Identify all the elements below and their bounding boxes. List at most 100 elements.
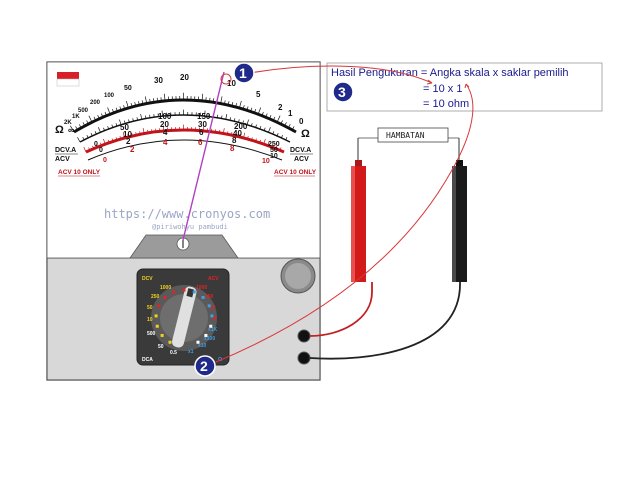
dc-scale-low-label: 4	[163, 128, 168, 137]
dial-dot	[155, 324, 159, 328]
selector-knob-pointer[interactable]	[171, 285, 198, 348]
com-jack[interactable]	[297, 329, 311, 343]
svg-text:2: 2	[200, 358, 208, 374]
dial-dcv-range[interactable]: 50	[147, 305, 153, 311]
scale-tick	[235, 103, 237, 108]
dial-dot	[160, 333, 164, 337]
v-ohm-jack[interactable]	[297, 351, 311, 365]
scale-tick	[139, 131, 141, 135]
scale-tick	[255, 138, 257, 142]
scale-tick	[82, 137, 85, 141]
dial-dot	[157, 304, 161, 308]
acv-scale-label: 0	[103, 157, 107, 164]
dial-dca-range[interactable]: 0.5	[170, 350, 177, 356]
acv-scale-arc	[85, 128, 285, 154]
dial-acv-range[interactable]: 50	[210, 305, 216, 311]
scale-tick	[119, 136, 122, 140]
badge-1: 1	[233, 62, 255, 84]
scale-tick	[107, 139, 110, 143]
dial-dot	[209, 324, 213, 328]
scale-tick	[250, 107, 253, 112]
scale-tick	[132, 118, 134, 122]
dial-dca-range[interactable]: 50	[158, 344, 164, 350]
dial-acv-range[interactable]: 1000	[196, 285, 207, 291]
ohm-scale-label: 50	[124, 85, 132, 92]
dial-dot	[154, 314, 158, 318]
scale-tick	[279, 147, 282, 151]
scale-tick	[144, 96, 148, 104]
acv10-label-right: ACV 10 ONLY	[274, 169, 317, 176]
scale-tick	[130, 103, 133, 108]
scale-tick	[246, 119, 249, 125]
dial-acv-range[interactable]: 10	[211, 316, 217, 322]
scale-tick	[280, 120, 283, 125]
scale-tick	[229, 117, 231, 121]
annotation-line-2	[215, 83, 474, 363]
scale-tick	[284, 122, 287, 127]
result-line-3: = 10 ohm	[423, 98, 469, 110]
badge-2: 2	[194, 355, 216, 377]
dc-scale-low-label: 10	[270, 153, 278, 160]
dial-dcv-range[interactable]: 250	[151, 294, 160, 300]
scale-tick	[250, 123, 253, 127]
scale-tick	[88, 147, 91, 151]
scale-tick	[70, 125, 75, 133]
dc-scale-label: 50	[120, 123, 129, 132]
scale-tick	[275, 145, 278, 149]
acv-label-left: ACV	[55, 156, 70, 163]
dial-dcv-range[interactable]: 1000	[160, 285, 171, 291]
scale-tick	[94, 131, 97, 135]
infinity-symbol: ∞	[68, 125, 75, 135]
scale-tick	[272, 131, 275, 135]
scale-tick	[149, 98, 151, 103]
dc-scale-label: 250	[268, 141, 280, 148]
dial-ohm-range[interactable]: x1	[188, 349, 194, 355]
black-probe[interactable]	[452, 138, 467, 282]
scale-tick	[291, 126, 295, 131]
dial-dca-range[interactable]: 500	[147, 331, 156, 337]
scale-tick	[136, 117, 138, 121]
scale-tick	[231, 102, 234, 107]
scale-tick	[272, 116, 276, 121]
scale-tick	[251, 137, 253, 141]
ohm-scale-label: 20	[180, 73, 189, 82]
ohm-scale-label: 200	[90, 100, 101, 106]
dial-ohm-range[interactable]: x1K	[208, 327, 218, 333]
dial-dot	[201, 295, 205, 299]
scale-tick	[128, 119, 130, 123]
dial-ohm-range[interactable]: x10	[198, 343, 207, 349]
result-line-2: = 10 x 1	[423, 83, 462, 95]
scale-tick	[235, 132, 237, 137]
scale-tick	[83, 146, 87, 153]
dial-acv-range[interactable]: 250	[205, 294, 214, 300]
scale-tick	[103, 138, 106, 145]
dc-scale-mid-label: 10	[123, 130, 132, 139]
scale-tick	[243, 132, 246, 139]
scale-tick	[254, 108, 257, 113]
acv-label-right: ACV	[294, 156, 309, 163]
ohm-symbol-right: Ω	[301, 128, 310, 140]
dc-scale-mid-label: 30	[198, 120, 207, 129]
dial-dca-label: DCA	[142, 357, 153, 363]
scale-tick	[111, 124, 114, 128]
scale-tick	[212, 98, 215, 103]
acv-scale-label: 4	[163, 138, 168, 147]
red-probe[interactable]	[351, 138, 366, 282]
dial-dot	[204, 333, 208, 337]
needle-reading-marker	[220, 73, 232, 85]
scale-tick	[104, 111, 107, 116]
scale-tick	[247, 136, 249, 140]
dial-dcv-range[interactable]: 10	[147, 317, 153, 323]
scale-tick	[107, 126, 110, 130]
dial-dot	[163, 295, 167, 299]
ohm-scale-label: 500	[78, 108, 89, 114]
ohm-scale-label: 100	[104, 93, 115, 99]
dial-ohm-range[interactable]: x100	[204, 336, 215, 342]
scale-ticks	[70, 92, 295, 153]
scale-tick	[246, 106, 249, 111]
svg-text:1: 1	[239, 65, 247, 81]
scale-tick	[259, 126, 262, 130]
result-box	[326, 62, 603, 112]
scale-tick	[227, 101, 230, 106]
scale-tick	[123, 105, 126, 110]
